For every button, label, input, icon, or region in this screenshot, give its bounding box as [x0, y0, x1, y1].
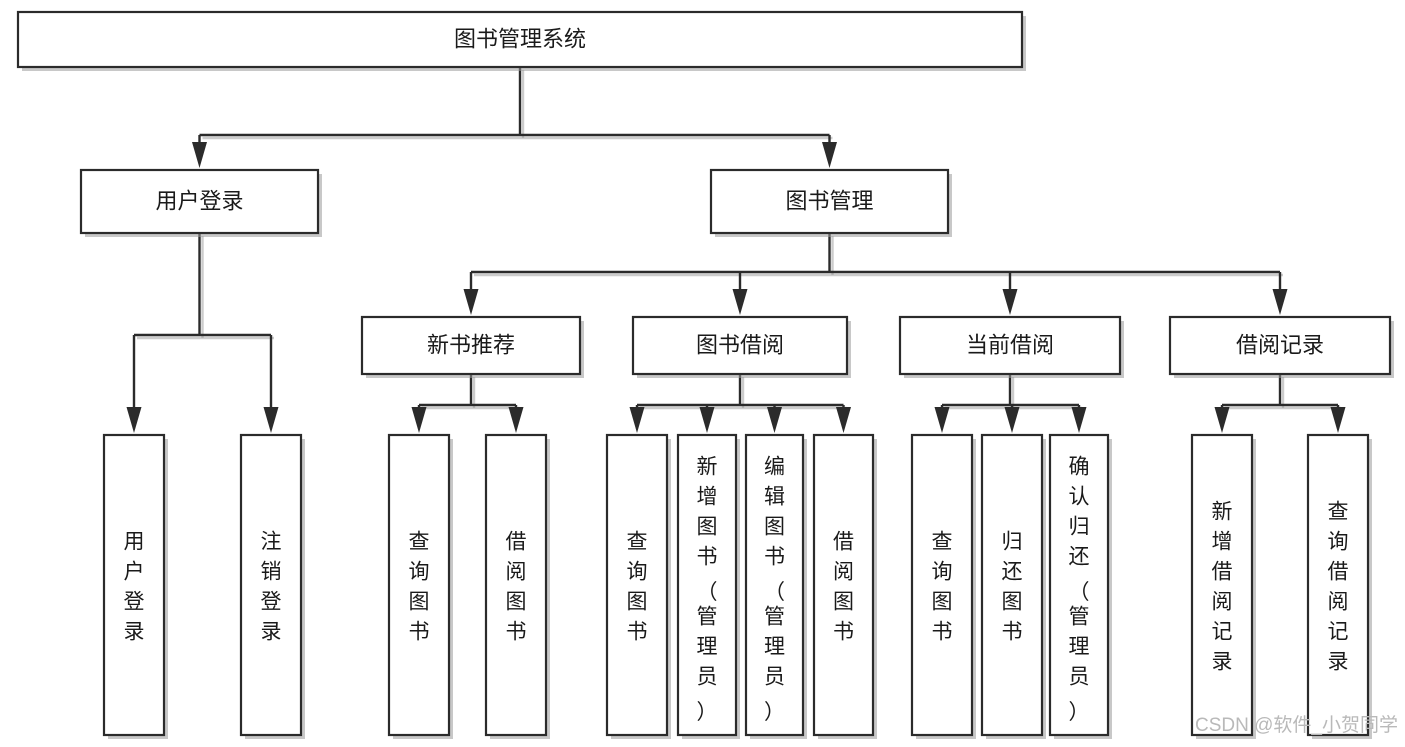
node-label: 新书推荐: [427, 332, 515, 357]
node-rect[interactable]: [812, 433, 875, 737]
node-label: 注销登录: [261, 530, 282, 643]
node-label: 查询图书: [627, 530, 648, 643]
node-rect[interactable]: [360, 315, 582, 376]
node-label: 借阅记录: [1236, 332, 1324, 357]
node-rect[interactable]: [709, 168, 950, 235]
node-label: 用户登录: [124, 530, 145, 643]
node-rect[interactable]: [631, 315, 849, 376]
node-rect[interactable]: [744, 433, 805, 737]
node-rect[interactable]: [387, 433, 451, 737]
node-leaf-confirm-return[interactable]: 确认归还（管理员）: [1048, 433, 1112, 739]
node-label: 当前借阅: [966, 332, 1054, 357]
node-rect[interactable]: [79, 168, 320, 235]
node-rect[interactable]: [1168, 315, 1392, 376]
node-rect[interactable]: [910, 433, 974, 737]
node-rect[interactable]: [239, 433, 303, 737]
node-label: 新增图书（管理员）: [697, 455, 718, 724]
watermark-layer: CSDN @软件_小贺同学: [1195, 714, 1398, 736]
node-label: 查询图书: [409, 530, 430, 643]
arrow-head: [508, 407, 524, 433]
arrow-head: [1330, 407, 1346, 433]
connector-layer: [126, 67, 1346, 433]
arrow-head: [629, 407, 645, 433]
node-layer: 图书管理系统用户登录图书管理新书推荐图书借阅当前借阅借阅记录用户登录注销登录查询…: [16, 10, 1394, 739]
node-root[interactable]: 图书管理系统: [16, 10, 1026, 71]
node-label: 归还图书: [1002, 530, 1023, 643]
node-leaf-add-record[interactable]: 新增借阅记录: [1190, 433, 1256, 739]
node-book-borrow[interactable]: 图书借阅: [631, 315, 851, 378]
node-rect[interactable]: [605, 433, 669, 737]
node-label: 图书管理系统: [454, 26, 586, 51]
node-label: 借阅图书: [506, 530, 527, 643]
arrow-head: [192, 142, 207, 168]
arrow-head: [767, 407, 782, 433]
node-leaf-add-book[interactable]: 新增图书（管理员）: [676, 433, 740, 739]
node-label: 确认归还（管理员）: [1069, 455, 1090, 724]
node-rect[interactable]: [102, 433, 166, 737]
node-rect[interactable]: [1048, 433, 1110, 737]
arrow-head: [126, 407, 142, 433]
arrow-head: [463, 289, 479, 315]
node-user-login[interactable]: 用户登录: [79, 168, 322, 237]
node-label: 用户登录: [155, 188, 243, 213]
csdn-watermark: CSDN @软件_小贺同学: [1195, 714, 1398, 736]
node-current-borrow[interactable]: 当前借阅: [898, 315, 1124, 378]
node-leaf-borrow-book-1[interactable]: 借阅图书: [484, 433, 550, 739]
node-label: 编辑图书（管理员）: [764, 455, 785, 724]
arrow-head: [1002, 289, 1018, 315]
node-borrow-record[interactable]: 借阅记录: [1168, 315, 1394, 378]
node-leaf-return-book[interactable]: 归还图书: [980, 433, 1046, 739]
node-label: 借阅图书: [833, 530, 854, 643]
node-rect[interactable]: [980, 433, 1044, 737]
node-leaf-edit-book[interactable]: 编辑图书（管理员）: [744, 433, 807, 739]
arrow-head: [1272, 289, 1288, 315]
node-rect[interactable]: [484, 433, 548, 737]
node-leaf-query-book-1[interactable]: 查询图书: [387, 433, 453, 739]
node-label: 新增借阅记录: [1212, 500, 1233, 673]
node-rect[interactable]: [16, 10, 1024, 69]
arrow-head: [263, 407, 279, 433]
node-leaf-query-book-2[interactable]: 查询图书: [605, 433, 671, 739]
node-leaf-borrow-book-2[interactable]: 借阅图书: [812, 433, 877, 739]
node-rect[interactable]: [898, 315, 1122, 376]
node-rect[interactable]: [676, 433, 738, 737]
arrow-head: [699, 407, 715, 433]
node-label: 查询图书: [932, 530, 953, 643]
node-rect[interactable]: [1190, 433, 1254, 737]
arrow-head: [822, 142, 837, 168]
arrow-head: [411, 407, 427, 433]
node-book-manage[interactable]: 图书管理: [709, 168, 952, 237]
arrow-head: [934, 407, 950, 433]
arrow-head: [1004, 407, 1020, 433]
node-label: 图书借阅: [696, 332, 784, 357]
node-label: 图书管理: [785, 188, 873, 213]
arrow-head: [1071, 407, 1087, 433]
arrow-head: [732, 289, 748, 315]
arrow-head: [1214, 407, 1230, 433]
node-leaf-query-book-3[interactable]: 查询图书: [910, 433, 976, 739]
node-leaf-logout[interactable]: 注销登录: [239, 433, 305, 739]
node-leaf-user-login[interactable]: 用户登录: [102, 433, 168, 739]
node-leaf-query-record[interactable]: 查询借阅记录: [1306, 433, 1372, 739]
arrow-head: [836, 407, 851, 433]
node-label: 查询借阅记录: [1328, 500, 1349, 673]
node-new-book-rec[interactable]: 新书推荐: [360, 315, 584, 378]
node-rect[interactable]: [1306, 433, 1370, 737]
